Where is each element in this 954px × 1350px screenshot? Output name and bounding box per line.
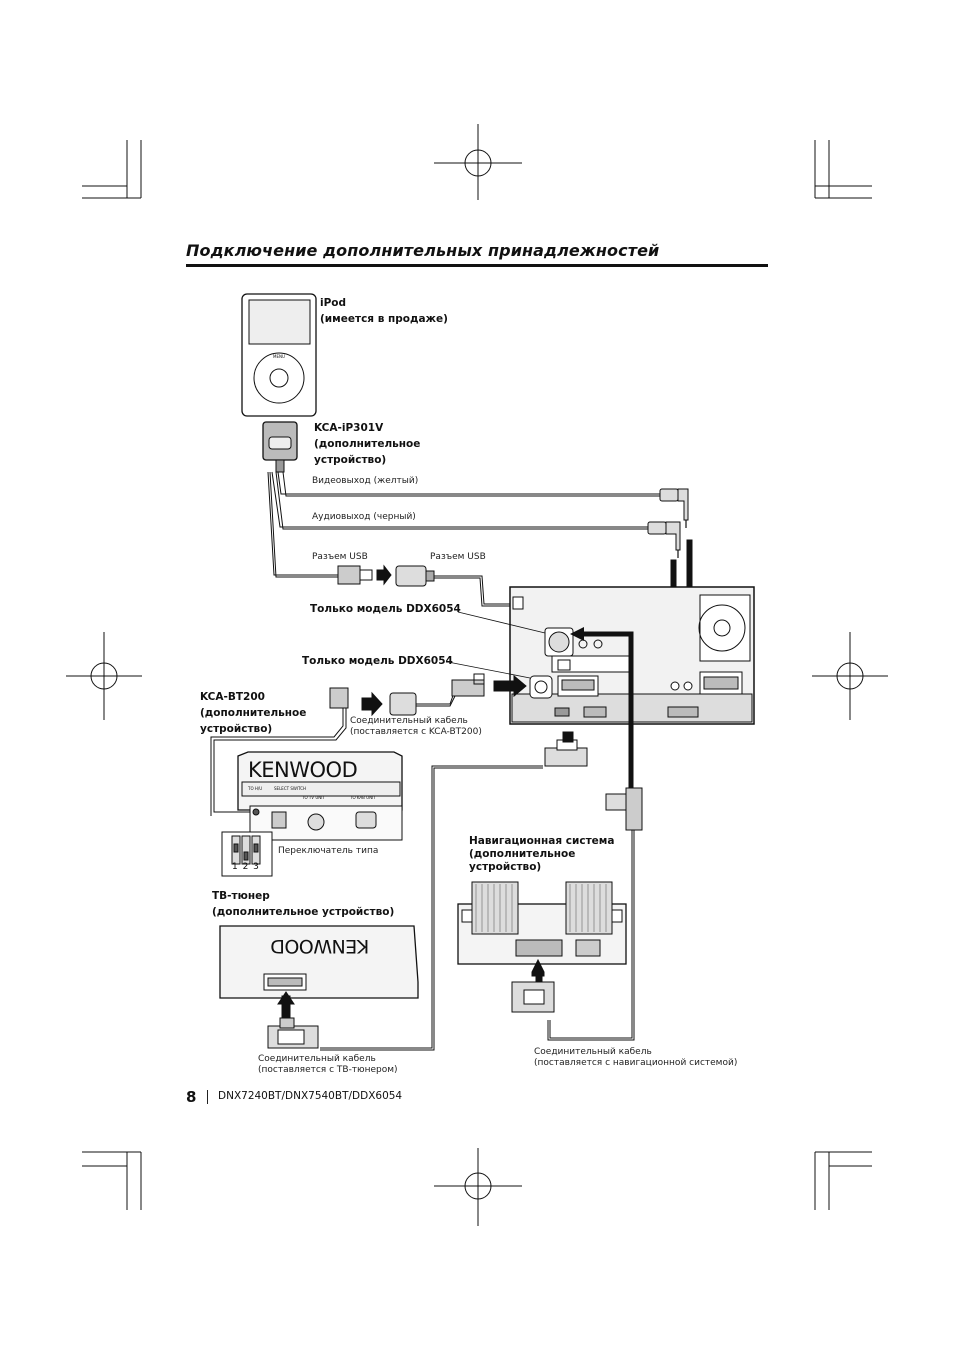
bt200-headunit-connector: [320, 731, 588, 1051]
kca-bt200-box: TO H/U SELECT SWITCH TO TV UNIT TO KAB U…: [221, 751, 403, 877]
page-number: 8: [186, 1088, 197, 1106]
label-kca-bt200: KCA-BT200 (дополнительное устройство): [200, 691, 307, 735]
label-tv-tuner: ТВ-тюнер (дополнительное устройство): [212, 890, 395, 918]
svg-text:TO TV UNIT: TO TV UNIT: [301, 795, 325, 800]
label-bt-cable: Соединительный кабель (поставляется с KC…: [350, 716, 482, 737]
tv-tuner-box: [219, 925, 419, 999]
section-title: Подключение дополнительных принадлежност…: [186, 241, 660, 260]
label-audio-out: Аудиовыход (черный): [312, 512, 416, 522]
kenwood-logo-tv-tuner: KENWOOD: [270, 935, 370, 957]
usb-connectors: [337, 564, 516, 607]
label-ipod: iPod (имеется в продаже): [320, 297, 448, 325]
crop-marks: [82, 140, 872, 1210]
label-video-out: Видеовыход (желтый): [312, 476, 419, 486]
svg-text:SELECT SWITCH: SELECT SWITCH: [274, 786, 306, 791]
label-ddx6054-only-2: Только модель DDX6054: [302, 655, 453, 667]
label-usb-connector-right: Разъем USB: [430, 552, 486, 562]
label-nav-cable: Соединительный кабель (поставляется с на…: [534, 1047, 738, 1068]
svg-text:TO H/U: TO H/U: [247, 786, 262, 791]
navigation-box: [457, 881, 627, 965]
label-usb-connector-left: Разъем USB: [312, 552, 368, 562]
nav-cable-connector: [547, 787, 643, 1041]
footer-models: DNX7240BT/DNX7540BT/DDX6054: [218, 1090, 403, 1102]
title-underline: [186, 264, 768, 267]
kenwood-logo-bt200: KENWOOD: [248, 758, 358, 782]
rca-plug-audio: [647, 521, 681, 558]
registration-marks: [66, 124, 888, 1226]
ipod-dock-connector: [262, 421, 298, 473]
ipod-device: MENU: [241, 293, 317, 417]
svg-text:MENU: MENU: [273, 354, 285, 359]
svg-text:TO KAB UNIT: TO KAB UNIT: [349, 795, 376, 800]
label-nav-system: Навигационная система (дополнительное ус…: [469, 835, 615, 873]
kca-bt200-cable: [210, 673, 527, 816]
rca-plug-video: [659, 488, 689, 528]
label-ddx6054-only-1: Только модель DDX6054: [310, 603, 461, 615]
label-type-switch: Переключатель типа: [278, 846, 379, 856]
footer-separator: [207, 1090, 208, 1104]
tv-tuner-plug: [267, 991, 319, 1049]
label-kca-ip301v: KCA-iP301V (дополнительное устройство): [314, 422, 421, 466]
switch-position-numbers: 1 2 3: [232, 862, 260, 872]
nav-cable-plug: [511, 958, 555, 1013]
ipod-cables: [267, 471, 660, 578]
nav-cable-arrow: [570, 627, 634, 792]
label-tv-cable: Соединительный кабель (поставляется с ТВ…: [258, 1054, 398, 1075]
